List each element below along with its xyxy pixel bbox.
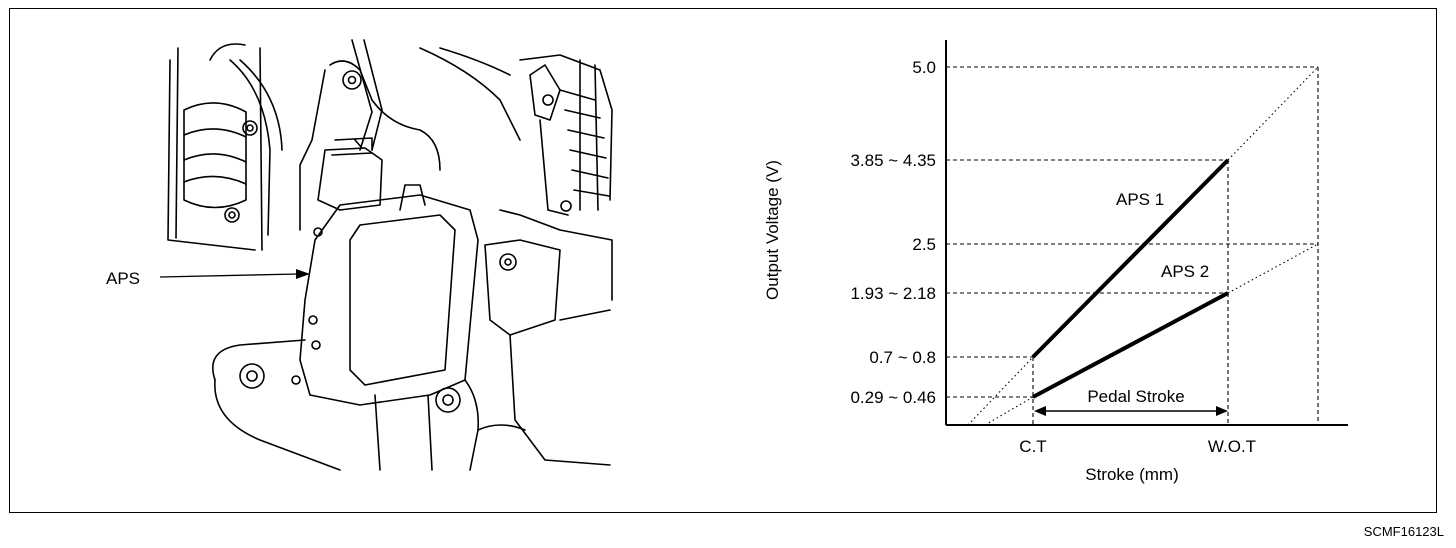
extension-lines <box>967 66 1319 426</box>
voltage-graph <box>945 40 1348 426</box>
damper-body <box>183 102 247 209</box>
y-axis-title: Output Voltage (V) <box>763 160 782 300</box>
right-structure <box>519 54 613 201</box>
x-axis-title: Stroke (mm) <box>1085 465 1179 484</box>
pedal-arm <box>374 394 433 471</box>
sensor-housing <box>299 194 479 406</box>
y-tick-0-29: 0.29 ~ 0.46 <box>850 388 936 407</box>
pedal-stroke-arrowhead-left <box>1034 406 1046 416</box>
cable <box>351 39 373 151</box>
guide-lines <box>946 66 1319 425</box>
connector <box>317 147 383 211</box>
bracket-outline <box>167 59 256 251</box>
bolt-lower-right <box>435 387 461 413</box>
x-tick-wot: W.O.T <box>1208 437 1256 456</box>
y-tick-2-5: 2.5 <box>912 235 936 254</box>
x-tick-ct: C.T <box>1019 437 1046 456</box>
aps-illustration <box>167 39 613 471</box>
callout-arrowhead <box>296 269 310 279</box>
bolt-upper <box>242 120 258 136</box>
bolt-mid <box>224 207 240 223</box>
aps-callout <box>159 269 310 279</box>
bolt-top <box>342 70 362 90</box>
pedal-stroke-label: Pedal Stroke <box>1087 387 1184 406</box>
callout-line <box>159 273 299 278</box>
aps2-label: APS 2 <box>1161 262 1209 281</box>
bolt-right <box>499 253 517 271</box>
bolt-lower-left <box>239 363 265 389</box>
y-tick-1-93: 1.93 ~ 2.18 <box>850 284 936 303</box>
figure-code: SCMF16123L <box>1363 524 1444 539</box>
mounting-plate <box>212 339 306 381</box>
aps1-line <box>1031 158 1230 359</box>
figure-frame <box>9 8 1437 513</box>
aps-label: APS <box>106 269 140 288</box>
y-tick-5-0: 5.0 <box>912 58 936 77</box>
aps1-label: APS 1 <box>1116 190 1164 209</box>
y-tick-0-7: 0.7 ~ 0.8 <box>869 348 936 367</box>
y-tick-3-85: 3.85 ~ 4.35 <box>850 151 936 170</box>
pedal-stroke-arrowhead-right <box>1216 406 1228 416</box>
aps2-line <box>1032 291 1229 399</box>
upper-bracket <box>329 60 441 171</box>
